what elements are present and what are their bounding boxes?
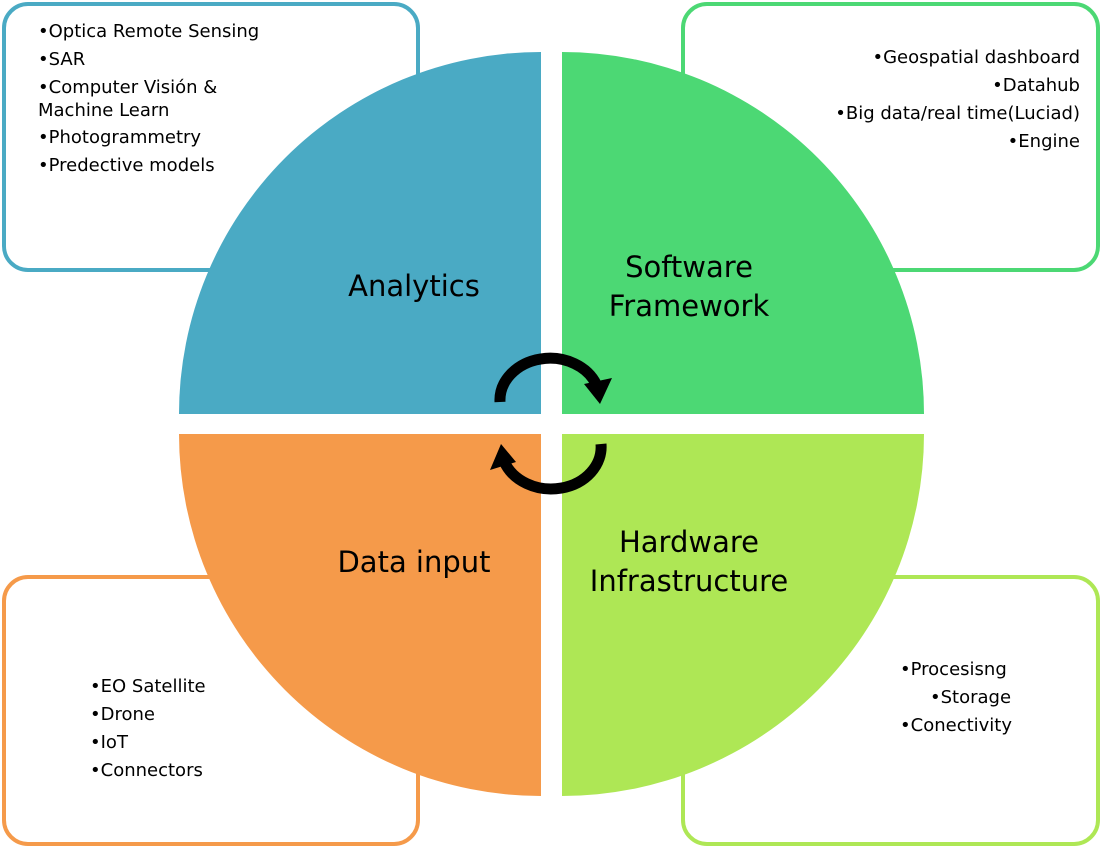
cycle-arrow-bottom-icon <box>490 443 607 495</box>
data-input-list: EO Satellite Drone IoT Connectors <box>90 673 206 785</box>
list-item: Engine <box>835 128 1080 156</box>
cycle-arrow-top-icon <box>494 352 612 404</box>
software-quadrant <box>562 52 924 414</box>
analytics-quadrant <box>179 52 541 414</box>
list-item: IoT <box>90 729 206 757</box>
software-label-line2: Framework <box>609 289 770 323</box>
list-item: SAR <box>38 46 259 74</box>
list-item: EO Satellite <box>90 673 206 701</box>
list-item: Storage <box>900 684 1012 712</box>
analytics-label: Analytics <box>348 269 480 303</box>
list-item: Drone <box>90 701 206 729</box>
list-item: Conectivity <box>900 712 1012 740</box>
list-item: Predective models <box>38 152 259 180</box>
list-item: Computer Visión & Machine Learn <box>38 76 238 122</box>
list-item: Geospatial dashboard <box>835 44 1080 72</box>
hardware-label-line1: Hardware <box>619 525 759 559</box>
hardware-quadrant <box>562 434 924 796</box>
software-label-line1: Software <box>625 250 753 284</box>
list-item: Datahub <box>835 72 1080 100</box>
list-item: Photogrammetry <box>38 124 259 152</box>
hardware-label-line2: Infrastructure <box>590 564 788 598</box>
hardware-list: Procesisng Storage Conectivity <box>900 656 1012 740</box>
software-list: Geospatial dashboard Datahub Big data/re… <box>835 44 1080 156</box>
data-input-label: Data input <box>337 545 490 579</box>
list-item: Optica Remote Sensing <box>38 18 260 46</box>
analytics-list: Optica Remote Sensing SAR Computer Visió… <box>38 18 259 180</box>
list-item: Procesisng <box>900 656 1012 684</box>
list-item: Big data/real time(Luciad) <box>835 100 1080 128</box>
data-input-quadrant <box>179 434 541 796</box>
list-item: Connectors <box>90 757 206 785</box>
